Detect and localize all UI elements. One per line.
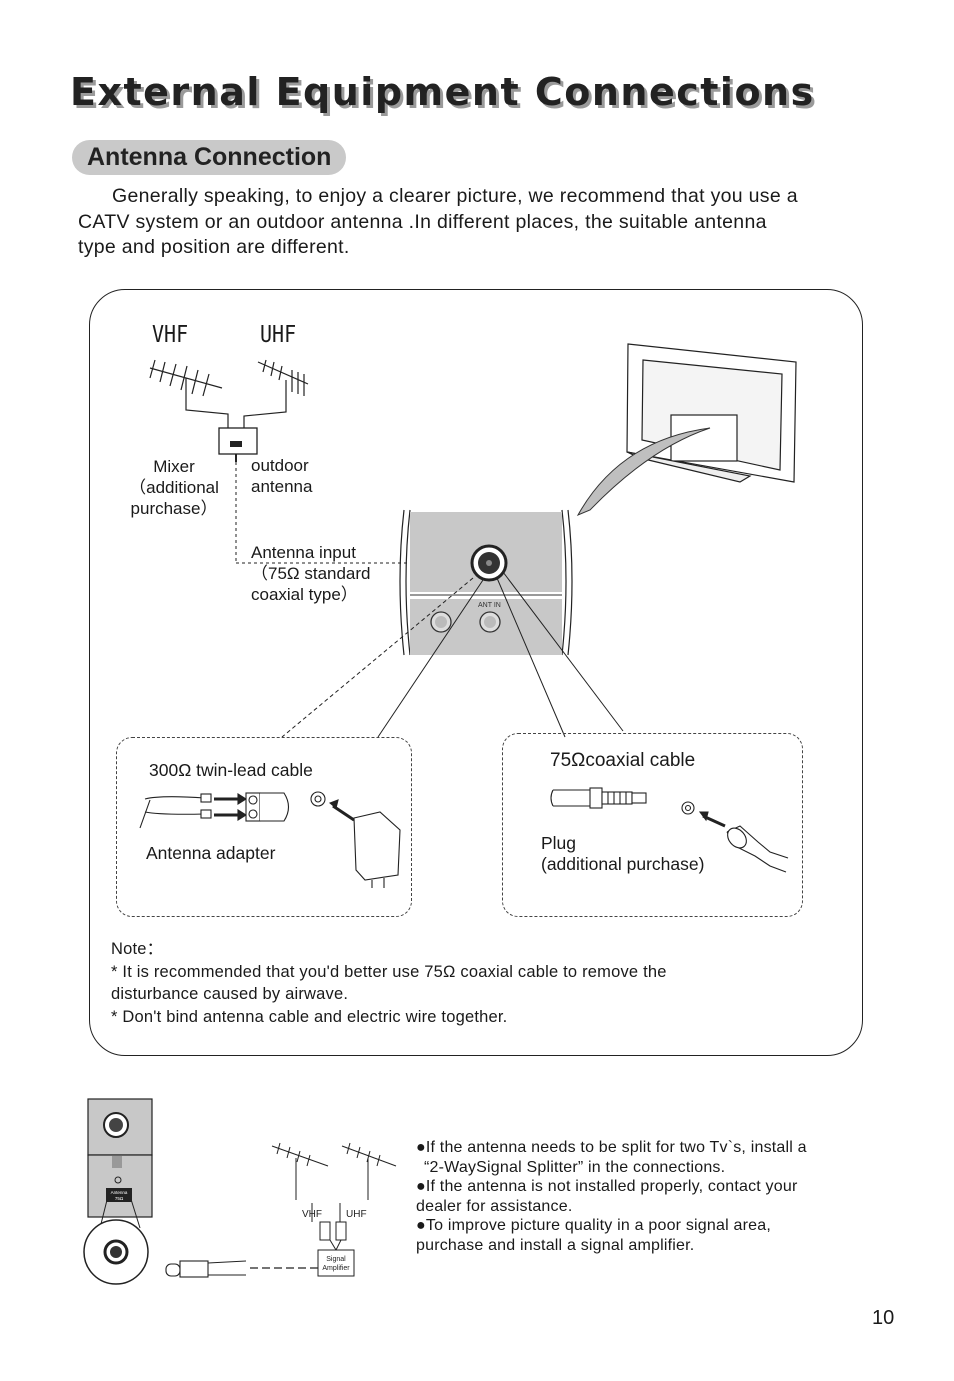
note-block: Note： * It is recommended that you'd bet… <box>111 938 667 1028</box>
bullet-text: To improve picture quality in a poor sig… <box>425 1217 771 1234</box>
amp-label: Signal <box>326 1256 346 1263</box>
coaxial-cable-icon <box>550 787 647 809</box>
bottom-uhf-label: UHF <box>346 1209 367 1220</box>
bullet-dot-icon: ● <box>416 1217 426 1234</box>
twin-lead-label: 300Ω twin-lead cable <box>149 760 313 780</box>
bullet-text: If the antenna is not installed properly… <box>425 1178 798 1195</box>
bullet-text: dealer for assistance. <box>416 1197 573 1215</box>
coaxial-label: 75Ωcoaxial cable <box>550 750 696 771</box>
bottom-panel-art: Antenna 75Ω Signal Amplifier <box>83 1098 397 1285</box>
twin-lead-cable-icon <box>139 792 290 829</box>
ant-in-jack-icon <box>470 544 508 582</box>
bottom-vhf-label: VHF <box>302 1209 322 1220</box>
plug-line: Plug <box>541 833 577 853</box>
antenna-adapter-label: Antenna adapter <box>146 843 276 863</box>
outdoor-antenna-label: outdoor antenna <box>251 455 312 497</box>
intro-line: Generally speaking, to enjoy a clearer p… <box>112 185 798 207</box>
page-number: 10 <box>872 1307 895 1329</box>
note-heading: Note： <box>111 940 164 958</box>
tv-back-icon <box>626 343 797 483</box>
bottom-bullets: ●If the antenna needs to be split for tw… <box>416 1138 807 1255</box>
intro-line: type and position are different. <box>78 236 350 258</box>
outdoor-line: outdoor <box>251 456 309 475</box>
page-title: External Equipment Connections <box>70 70 815 114</box>
antenna-input-line: （75Ω standard <box>251 564 371 583</box>
diagram-frame <box>89 289 863 1056</box>
plug-label: Plug (additional purchase) <box>541 833 704 875</box>
bullet-item: ●If the antenna needs to be split for tw… <box>416 1138 807 1158</box>
mixer-line: （additional <box>129 478 219 497</box>
intro-paragraph: Generally speaking, to enjoy a clearer p… <box>78 184 888 261</box>
antenna-input-line: coaxial type） <box>251 585 358 604</box>
note-line: * Don't bind antenna cable and electric … <box>111 1007 508 1026</box>
mixer-label: Mixer （additional purchase） <box>124 456 224 519</box>
bullet-text: purchase and install a signal amplifier. <box>416 1236 695 1254</box>
panel-label: 75Ω <box>115 1196 124 1201</box>
ant-in-label: ANT IN <box>478 602 501 609</box>
note-line: * It is recommended that you'd better us… <box>111 962 667 981</box>
twin-lead-box <box>116 737 412 917</box>
bullet-text: If the antenna needs to be split for two… <box>425 1139 807 1156</box>
amp-label: Amplifier <box>322 1265 350 1272</box>
vhf-label: VHF <box>152 320 189 348</box>
plug-line: (additional purchase) <box>541 854 705 874</box>
note-line: disturbance caused by airwave. <box>111 985 349 1003</box>
bullet-text: “2-WaySignal Splitter” in the connection… <box>424 1158 726 1176</box>
bullet-item: ●To improve picture quality in a poor si… <box>416 1216 807 1236</box>
antenna-adapter-icon <box>310 791 401 888</box>
section-title: Antenna Connection <box>72 140 347 175</box>
bullet-dot-icon: ● <box>416 1178 426 1195</box>
bullet-item: ●If the antenna is not installed properl… <box>416 1177 807 1197</box>
mixer-line: purchase） <box>130 499 218 518</box>
vhf-antenna-icon <box>149 359 229 428</box>
uhf-label: UHF <box>260 320 297 348</box>
coaxial-box <box>502 733 803 917</box>
intro-line: CATV system or an outdoor antenna .In di… <box>78 210 767 233</box>
bullet-dot-icon: ● <box>416 1139 426 1156</box>
outdoor-line: antenna <box>251 477 313 496</box>
antenna-input-line: Antenna input <box>251 543 356 562</box>
plug-icon <box>681 801 789 873</box>
mixer-line: Mixer <box>153 457 195 476</box>
uhf-antenna-icon <box>243 359 309 428</box>
panel-label: Antenna <box>111 1190 128 1195</box>
bottom-antennas-icon <box>271 1142 397 1251</box>
antenna-input-label: Antenna input （75Ω standard coaxial type… <box>251 542 371 605</box>
